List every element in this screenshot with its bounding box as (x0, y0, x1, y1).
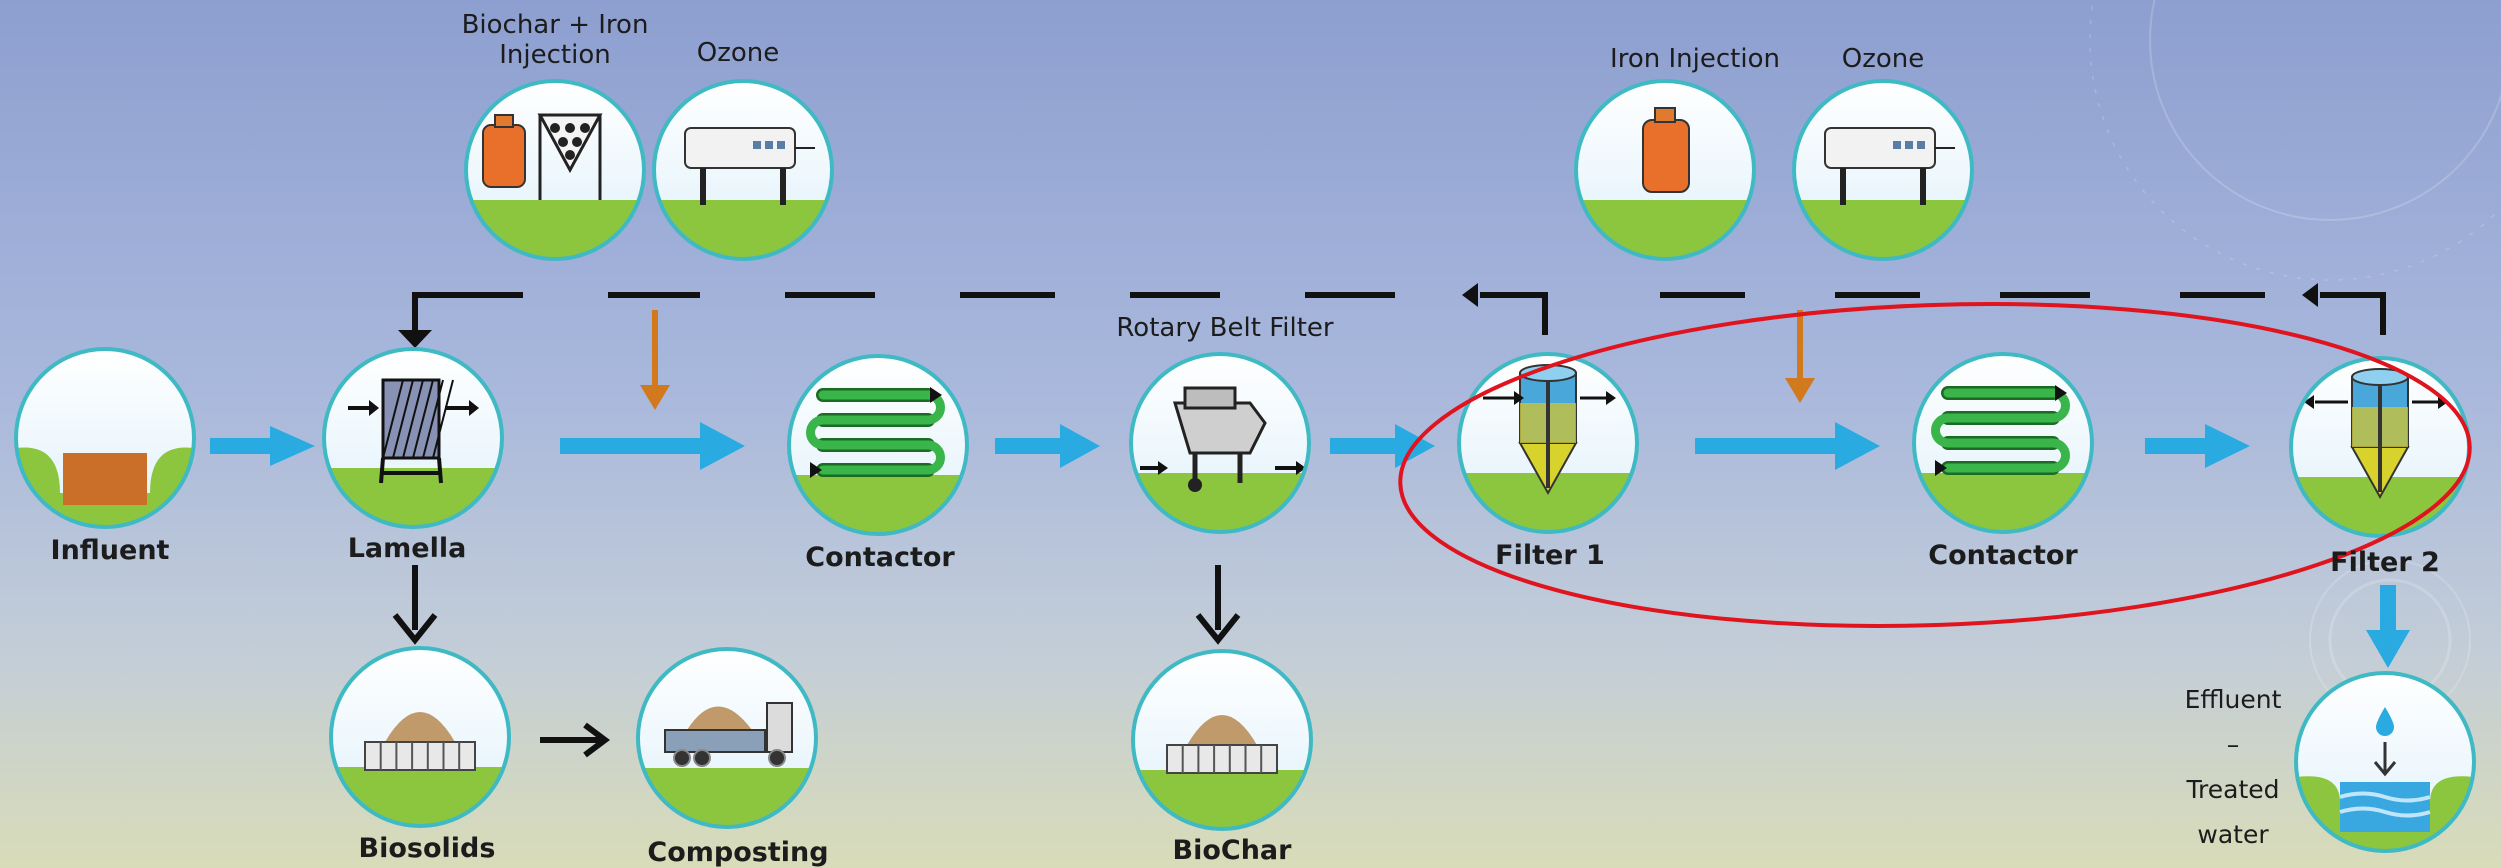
biochar-node (1131, 649, 1313, 831)
rotary-belt-filter-node (1129, 352, 1311, 534)
filter-2-node (2289, 356, 2471, 538)
tankhopper-icon (467, 82, 643, 258)
highlight-ellipse (1398, 302, 2472, 628)
effluent-line-4: water (2197, 820, 2269, 849)
effluent-line-3: Treated (2186, 775, 2280, 804)
recycle-line (412, 292, 2386, 335)
contactor-label-1: Contactor (805, 542, 955, 573)
effluent-node (2294, 671, 2476, 853)
effluent-label: Effluent – Treated water (2163, 677, 2303, 857)
biosolids-label: Biosolids (358, 833, 496, 864)
rotary-belt-filter-label: Rotary Belt Filter (1116, 313, 1334, 343)
filter-2-label: Filter 2 (2330, 547, 2440, 578)
ozone-node-2 (1792, 79, 1974, 261)
influent-node (14, 347, 196, 529)
effluent-line-2: – (2226, 730, 2240, 759)
iron-injection-node (1574, 79, 1756, 261)
influent-label: Influent (50, 535, 170, 566)
iron-injection-label: Iron Injection (1610, 44, 1780, 74)
biochar-iron-node (464, 79, 646, 261)
contactor-node-2 (1912, 352, 2094, 534)
solids-arrows (392, 565, 1241, 758)
recycle-arrowheads (398, 283, 2318, 348)
ozone-icon (1795, 82, 1971, 258)
contactor-node-1 (787, 354, 969, 536)
biochar-label: BioChar (1172, 835, 1292, 866)
filter-1-label: Filter 1 (1495, 540, 1605, 571)
ozone-label-2: Ozone (1841, 44, 1925, 74)
ozone-label-1: Ozone (696, 38, 780, 68)
ozone-icon (655, 82, 831, 258)
contactor-label-2: Contactor (1928, 540, 2078, 571)
decorative-rings (2089, 0, 2501, 721)
composting-label: Composting (647, 837, 829, 868)
biosolids-node (329, 646, 511, 828)
lamella-node (322, 347, 504, 529)
lamella-label: Lamella (347, 533, 467, 564)
tank-icon (1577, 82, 1753, 258)
filter-1-node (1457, 352, 1639, 534)
effluent-line-1: Effluent (2184, 685, 2282, 714)
biochar-iron-label: Biochar + Iron Injection (461, 10, 649, 70)
effluent-icon (2297, 674, 2473, 850)
ozone-node-1 (652, 79, 834, 261)
basin-icon (17, 350, 193, 526)
dose-arrows (640, 310, 1815, 410)
filter-icon (2292, 359, 2468, 535)
composting-node (636, 647, 818, 829)
